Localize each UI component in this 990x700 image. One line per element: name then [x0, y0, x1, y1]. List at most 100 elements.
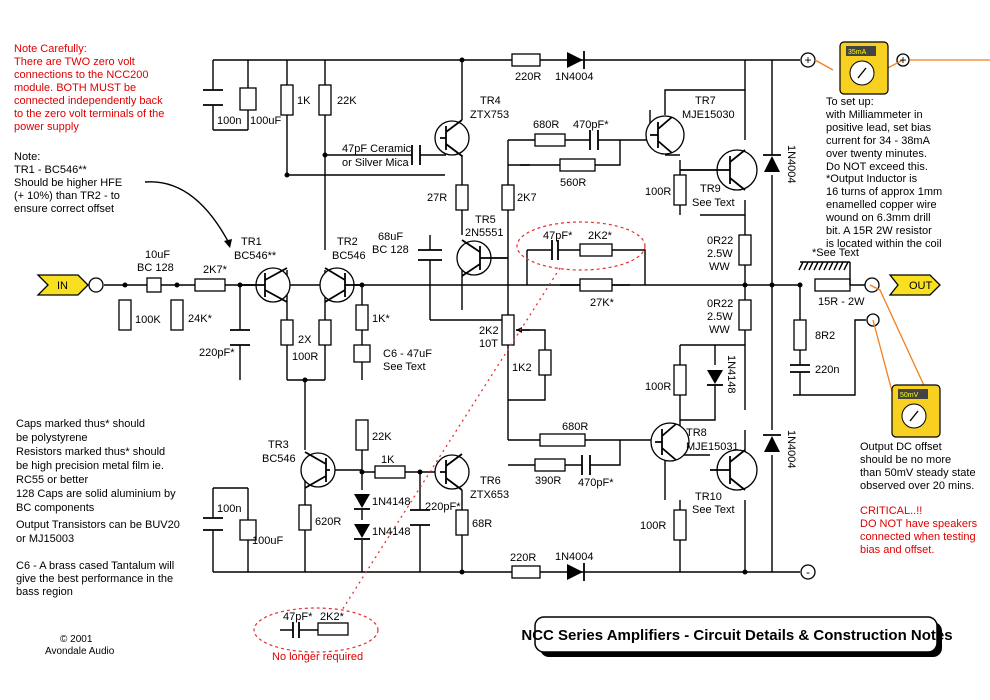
note-setup-line: Do NOT exceed this.: [826, 161, 928, 173]
note-setup-line: over twenty minutes.: [826, 148, 927, 160]
component-label: 220R: [515, 71, 541, 83]
component-label: TR8: [686, 427, 707, 439]
component-label: 0R22: [707, 298, 733, 310]
component-label: BC546: [332, 250, 366, 262]
component-label: 47pF*: [283, 611, 313, 623]
old-network-highlight: [253, 607, 379, 653]
component-label: 22K: [337, 95, 357, 107]
meter-top: [814, 41, 990, 95]
terminals: [36, 52, 941, 580]
note-inductor-line: is located within the coil: [826, 238, 942, 250]
component-label: 2K2*: [588, 230, 613, 242]
component-label: 47pF Ceramic: [342, 143, 412, 155]
component-label: 2K2*: [320, 611, 345, 623]
component-label: See Text: [692, 197, 735, 209]
note-output-transistors-line: or MJ15003: [16, 533, 74, 545]
component-label: 2.5W: [707, 248, 733, 260]
component-label: 100n: [217, 503, 241, 515]
component-label: 1N4148: [725, 355, 737, 394]
meter-reading: 35mA: [848, 49, 867, 56]
component-label: 15R - 2W: [818, 296, 865, 308]
note-caps-line: Resistors marked thus* should: [16, 446, 165, 458]
component-label: MJE15030: [682, 109, 735, 121]
component-label: 2K2: [479, 325, 499, 337]
note-careful-line: There are TWO zero volt: [14, 56, 135, 68]
component-label: 220R: [510, 552, 536, 564]
callout-line: [341, 267, 561, 611]
resistors: [118, 53, 851, 636]
component-label: 100uF: [250, 115, 281, 127]
component-label: ZTX753: [470, 109, 509, 121]
note-tr1-line: ensure correct offset: [14, 203, 114, 215]
component-label: 680R: [533, 119, 559, 131]
component-label: 1N4004: [785, 430, 797, 469]
component-label: TR6: [480, 475, 501, 487]
note-inductor-line: 16 turns of approx 1mm: [826, 186, 942, 198]
component-label: 1K: [297, 95, 311, 107]
note-caps-line: be polystyrene: [16, 432, 88, 444]
note-careful-line: power supply: [14, 121, 79, 133]
component-label: WW: [709, 324, 730, 336]
diodes: [354, 51, 781, 581]
component-label: 100uF: [252, 535, 283, 547]
input-label: IN: [57, 280, 68, 292]
note-tr1-line: (+ 10%) than TR2 - to: [14, 190, 120, 202]
component-label: 1N4004: [785, 145, 797, 184]
note-caps-line: Caps marked thus* should: [16, 418, 145, 430]
meter-reading: 50mV: [900, 392, 919, 399]
no-longer-required: No longer required: [272, 651, 363, 663]
component-label: 27R: [427, 192, 447, 204]
component-label: TR5: [475, 214, 496, 226]
note-offset-line: observed over 20 mins.: [860, 480, 974, 492]
component-label: TR4: [480, 95, 501, 107]
component-label: TR2: [337, 236, 358, 248]
component-label: 1N4004: [555, 551, 594, 563]
component-label: TR10: [695, 491, 722, 503]
component-label: See Text: [383, 361, 426, 373]
note-offset-line: Output DC offset: [860, 441, 942, 453]
component-label: 8R2: [815, 330, 835, 342]
component-label: 1N4148: [372, 526, 411, 538]
component-label: TR3: [268, 439, 289, 451]
component-label: 100K: [135, 314, 161, 326]
note-setup-line: positive lead, set bias: [826, 122, 932, 134]
note-tr1-line: Should be higher HFE: [14, 177, 122, 189]
component-label: 2K7*: [203, 264, 228, 276]
input-arrow: [36, 274, 89, 296]
plus-terminal-label: +: [804, 53, 811, 67]
note-careful-line: connections to the NCC200: [14, 69, 149, 81]
component-label: 620R: [315, 516, 341, 528]
note-c6-line: C6 - A brass cased Tantalum will: [16, 560, 174, 572]
component-label: 1N4148: [372, 496, 411, 508]
capacitors: [146, 87, 810, 638]
component-label: 220n: [815, 364, 839, 376]
note-careful-line: connected independently back: [14, 95, 163, 107]
component-label: 1K2: [512, 362, 532, 374]
component-label: 1K: [381, 454, 395, 466]
note-critical-line: CRITICAL..!!: [860, 505, 922, 517]
component-label: 220pF*: [425, 501, 461, 513]
output-arrow: [888, 274, 941, 296]
component-label: 390R: [535, 475, 561, 487]
transistors: [240, 115, 758, 491]
title-box: [534, 616, 942, 657]
component-label: 470pF*: [573, 119, 609, 131]
component-label: *See Text: [812, 247, 859, 259]
component-label: 27K*: [590, 297, 615, 309]
note-setup-line: To set up:: [826, 96, 874, 108]
note-setup-line: current for 34 - 38mA: [826, 135, 931, 147]
note-setup-line: with Milliammeter in: [825, 109, 923, 121]
note-offset-line: than 50mV steady state: [860, 467, 976, 479]
note-careful-line: to the zero volt terminals of the: [14, 108, 164, 120]
note-tr1-line: TR1 - BC546**: [14, 164, 87, 176]
note-caps-line: RC55 or better: [16, 474, 88, 486]
note-c6-line: give the best performance in the: [16, 573, 173, 585]
meter-bottom: [869, 284, 941, 438]
component-label: BC 128: [372, 244, 409, 256]
component-label: 100R: [640, 520, 666, 532]
component-label: 68R: [472, 518, 492, 530]
note-critical-line: DO NOT have speakers: [860, 518, 978, 530]
component-label: TR9: [700, 183, 721, 195]
note-inductor-line: wound on 6.3mm drill: [825, 212, 931, 224]
note-inductor-line: enamelled copper wire: [826, 199, 937, 211]
